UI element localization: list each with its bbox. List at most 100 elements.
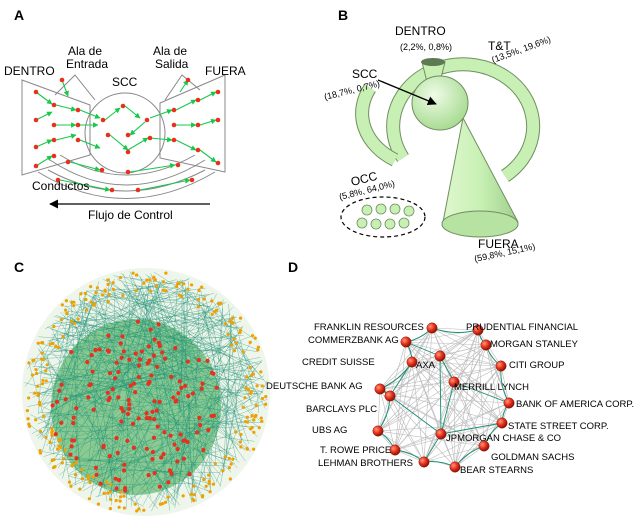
network-node-peripheral [30, 373, 34, 377]
network-node-peripheral [131, 271, 135, 275]
network-edge [38, 370, 237, 458]
network-edge [95, 482, 199, 486]
network-node-core [169, 471, 174, 476]
network-node-peripheral [41, 341, 45, 345]
core-edge [440, 433, 485, 447]
network-node-peripheral [33, 391, 37, 395]
network-nodes [25, 271, 268, 513]
network-node-core [162, 430, 167, 435]
network-node-peripheral [119, 490, 123, 494]
network-node-peripheral [86, 474, 90, 478]
network-node-peripheral [28, 424, 32, 428]
network-edges [24, 271, 268, 513]
network-node-peripheral [182, 282, 186, 286]
core-edge [500, 365, 510, 404]
network-node-core [101, 445, 106, 450]
network-node-peripheral [231, 321, 235, 325]
network-node-core [63, 397, 68, 402]
network-node-peripheral [111, 281, 115, 285]
network-node-core [187, 471, 192, 477]
network-node-peripheral [34, 371, 39, 376]
bank-label: PRUDENTIAL FINANCIAL [466, 322, 578, 333]
network-layer [24, 271, 268, 513]
network-node-core [127, 357, 132, 362]
core-edge [394, 433, 442, 451]
network-edge [129, 271, 209, 454]
network-edge [67, 316, 235, 412]
network-edge [39, 411, 213, 426]
network-node-core [190, 391, 196, 396]
network-edge [50, 458, 228, 464]
network-edge [96, 442, 108, 502]
network-node-core [178, 432, 183, 437]
network-node-peripheral [251, 372, 255, 376]
network-node-core [181, 456, 187, 461]
core-edge [379, 388, 425, 463]
network-node-peripheral [154, 284, 159, 288]
network-node-core [148, 327, 153, 332]
bank-node [480, 339, 492, 351]
network-node-core [175, 446, 180, 452]
network-edge [177, 405, 238, 468]
network-node-core [152, 417, 157, 422]
network-node-peripheral [243, 396, 247, 400]
network-node-peripheral [245, 375, 249, 379]
core-edge [377, 381, 455, 432]
network-node-peripheral [118, 275, 123, 280]
network-node-core [57, 388, 62, 393]
network-node-peripheral [204, 484, 208, 488]
network-edge [74, 311, 219, 479]
network-edge [99, 318, 150, 495]
bank-node [478, 440, 490, 452]
network-node-core [154, 408, 159, 413]
network-node-core [174, 398, 179, 403]
network-node-core [89, 352, 94, 358]
network-node-core [179, 385, 184, 390]
network-node-core [205, 358, 210, 363]
network-node-core [91, 407, 96, 412]
network-edge [32, 302, 227, 398]
network-node-peripheral [76, 317, 80, 321]
bank-label: UBS AG [312, 425, 347, 436]
network-edge [51, 338, 115, 358]
network-node-peripheral [177, 281, 181, 285]
network-node-peripheral [80, 477, 84, 481]
network-edge [50, 350, 171, 481]
network-edge [156, 287, 182, 412]
label-dentro-b: DENTRO [395, 24, 446, 38]
network-node-core [144, 411, 149, 416]
network-edge [143, 389, 202, 505]
label-fuera-a: FUERA [205, 64, 246, 78]
network-edge [165, 377, 252, 465]
network-node-core [87, 383, 92, 388]
network-node-peripheral [189, 283, 194, 287]
panel-c-network: C [14, 259, 270, 516]
network-node-core [121, 349, 126, 354]
network-node-core [97, 347, 102, 352]
core-edge [389, 365, 502, 397]
network-edge [219, 400, 238, 487]
network-node-peripheral [27, 396, 31, 400]
network-node-core [114, 435, 119, 441]
network-node-peripheral [252, 418, 256, 422]
bank-label: COMMERZBANK AG [308, 335, 399, 346]
network-node-core [50, 403, 55, 408]
network-edge [85, 286, 169, 292]
network-edge [58, 383, 162, 460]
bank-node [496, 417, 508, 429]
network-node-core [211, 413, 217, 418]
network-node-peripheral [109, 482, 113, 487]
network-node-core [199, 386, 204, 391]
bank-node [384, 390, 396, 402]
network-node-core [136, 416, 141, 421]
network-edge [237, 344, 256, 379]
network-node-peripheral [122, 494, 126, 498]
label-ala-entrada-line2: Entrada [66, 57, 108, 71]
network-edge [204, 295, 242, 441]
bank-label: T. ROWE PRICE [320, 445, 391, 456]
core-edge [483, 365, 502, 447]
network-node-peripheral [102, 491, 106, 495]
network-edge [61, 298, 85, 459]
bank-label: BARCLAYS PLC [306, 404, 377, 415]
